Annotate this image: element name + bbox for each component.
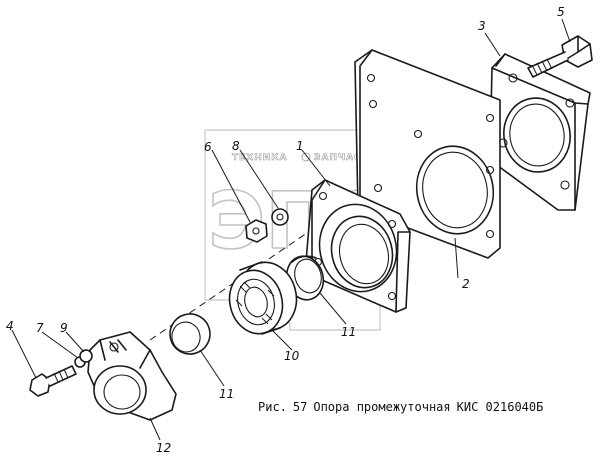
part-1-flange-housing: [305, 179, 411, 313]
watermark-top-text: ТЕХНИКА: [232, 153, 288, 163]
callout-12: 12: [156, 441, 171, 455]
callout-8: 8: [232, 139, 240, 153]
callout-10: 10: [284, 349, 300, 363]
callout-1: 1: [296, 139, 304, 153]
part-12-cap-housing: [87, 331, 177, 421]
center-axis: [149, 114, 481, 341]
part-3-cover-plate: [489, 53, 591, 211]
caption-prefix: Рис.: [258, 400, 287, 414]
callout-7: 7: [36, 321, 44, 335]
callout-11-right: 11: [341, 325, 356, 339]
watermark-top-text-2: ЗАПЧАСТИ: [314, 153, 377, 163]
part-8-spring-washer: [271, 208, 289, 226]
caption-part-code: КИС 0216040Б: [456, 400, 544, 414]
callout-9: 9: [60, 321, 68, 335]
caption-number: 57: [292, 400, 308, 414]
part-10-bearing: [228, 261, 298, 335]
part-6-nut: [245, 219, 268, 243]
caption-title: Опора промежуточная: [313, 400, 451, 414]
part-2-gasket: [354, 49, 501, 259]
callout-11-left: 11: [219, 387, 234, 401]
callout-5: 5: [557, 5, 565, 19]
callout-6: 6: [204, 140, 212, 154]
part-11-seal-ring-left: [169, 313, 211, 355]
leader-lines: [11, 18, 571, 441]
figure-caption: Рис. 57 Опора промежуточная КИС 0216040Б: [258, 400, 549, 414]
callout-4: 4: [6, 319, 14, 333]
callout-3: 3: [478, 19, 486, 33]
part-5-bolt: [527, 35, 593, 78]
callout-2: 2: [462, 277, 470, 291]
part-9-washer: [79, 349, 93, 363]
part-4-bolt: [29, 365, 77, 397]
